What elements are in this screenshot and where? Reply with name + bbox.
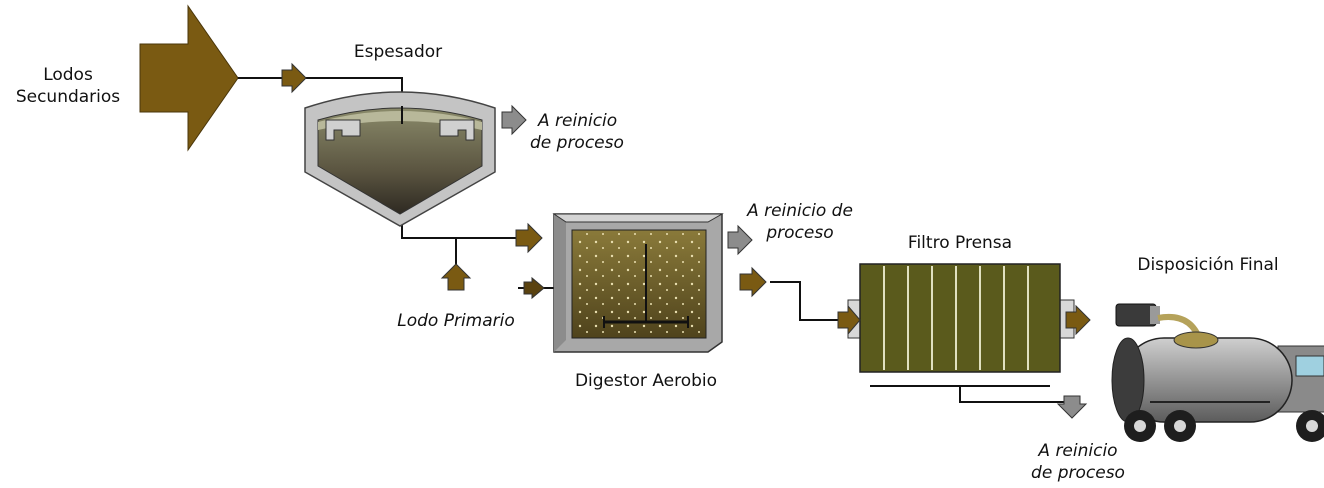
arrow-return-digester [727,224,753,256]
return-3-line1: A reinicio [1037,441,1117,461]
arrow-return-press [1056,395,1088,419]
arrow-primary-sludge [440,263,472,291]
arrow-digester-out [739,266,767,298]
tank-truck [1111,303,1324,442]
final-disposal-label: Disposición Final [1137,255,1278,275]
return-2-line2: proceso [765,223,833,243]
input-label-line1: Lodos [43,65,93,85]
digester-label: Digestor Aerobio [575,371,717,391]
thickener-label: Espesador [354,42,442,62]
arrow-into-thickener [281,62,307,94]
arrow-digester-feed-2 [523,276,545,300]
input-label-line2: Secundarios [16,87,120,107]
return-1-line1: A reinicio [537,111,617,131]
arrow-into-press [837,304,861,336]
arrow-into-digester [515,222,543,254]
return-3-line2: de proceso [1031,463,1125,483]
arrow-return-thickener [501,104,527,136]
aerobic-digester [552,213,724,353]
pipe-press-return [959,386,1066,403]
filter-press [847,263,1075,373]
return-1-line2: de proceso [530,133,624,153]
flow-arrows [281,62,1091,419]
thickener-tank [304,91,496,227]
return-2-line1: A reinicio de [746,201,853,221]
pipe-digester-to-press [770,281,848,321]
secondary-sludge-input-arrow [139,4,239,152]
arrow-press-out [1065,304,1091,336]
filter-press-label: Filtro Prensa [908,233,1012,253]
primary-sludge-label: Lodo Primario [397,311,515,331]
